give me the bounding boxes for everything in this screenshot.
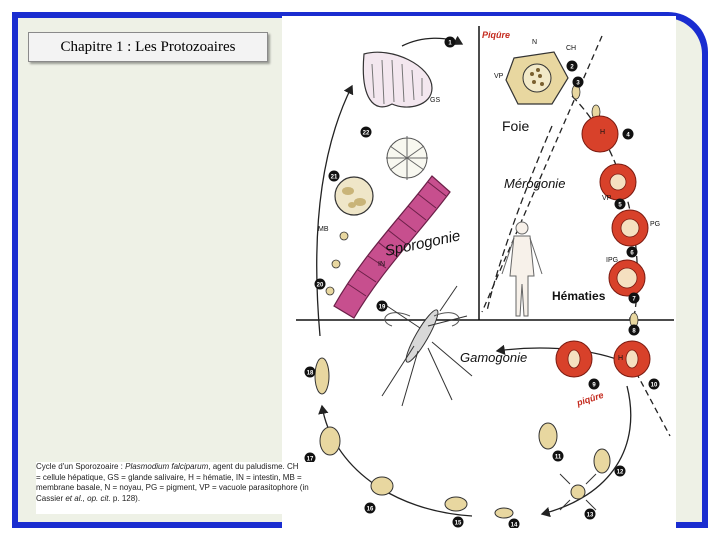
label-n: N xyxy=(532,39,537,46)
stage-badge-18: 18 xyxy=(304,366,316,378)
figure-caption: Cycle d'un Sporozoaire : Plasmodium falc… xyxy=(36,462,334,514)
svg-text:5: 5 xyxy=(618,203,622,209)
stage-badge-17: 17 xyxy=(304,452,316,464)
caption-line-4: Cassier et al., op. cit. p. 128). xyxy=(36,493,141,503)
cycle-illustration: Piqûre Foie Mérogonie Sporogonie Hématie… xyxy=(296,26,674,530)
svg-text:14: 14 xyxy=(511,523,518,529)
stage-badge-21: 21 xyxy=(328,170,340,182)
svg-text:18: 18 xyxy=(307,371,314,377)
label-foie: Foie xyxy=(502,118,529,134)
label-ipg: IPG xyxy=(606,257,618,264)
stage-badge-9: 9 xyxy=(588,378,600,390)
svg-text:20: 20 xyxy=(317,283,324,289)
stage-badge-7: 7 xyxy=(628,292,640,304)
label-gs: GS xyxy=(430,97,440,104)
stage-badge-12: 12 xyxy=(614,465,626,477)
svg-text:2: 2 xyxy=(570,65,574,71)
label-pg: PG xyxy=(650,221,660,228)
sporozoite-cluster xyxy=(386,136,428,180)
svg-text:12: 12 xyxy=(617,470,624,476)
caption-line-1: Cycle d'un Sporozoaire : Plasmodium falc… xyxy=(36,462,299,471)
stage-badge-20: 20 xyxy=(314,278,326,290)
svg-text:22: 22 xyxy=(363,131,370,137)
stage-badge-5: 5 xyxy=(614,198,626,210)
label-in: IN xyxy=(378,261,385,268)
svg-text:16: 16 xyxy=(367,507,374,513)
lower-right-loop-arrow xyxy=(540,385,632,518)
svg-text:10: 10 xyxy=(651,383,658,389)
stage-badge-19: 19 xyxy=(376,300,388,312)
svg-text:15: 15 xyxy=(455,521,462,527)
svg-text:3: 3 xyxy=(576,81,580,87)
mosquito xyxy=(381,285,473,407)
salivary-gland xyxy=(362,51,433,108)
stage-badge-15: 15 xyxy=(452,516,464,528)
label-piqure-bottom: piqûre xyxy=(575,390,605,408)
svg-text:13: 13 xyxy=(587,513,594,519)
stage-badge-8: 8 xyxy=(628,324,640,336)
caption-line-2: = cellule hépatique, GS = glande salivai… xyxy=(36,472,302,482)
label-vp: VP xyxy=(494,73,504,80)
stage-badge-4: 4 xyxy=(622,128,634,140)
caption-line-3: membrane basale, N = noyau, PG = pigment… xyxy=(36,483,309,492)
svg-text:7: 7 xyxy=(632,297,636,303)
stage-badge-1: 1 xyxy=(444,36,456,48)
liver-to-blood-arrow xyxy=(486,125,553,312)
stage-badge-3: 3 xyxy=(572,76,584,88)
label-piqure-top: Piqûre xyxy=(482,30,510,40)
stage-badge-14: 14 xyxy=(508,518,520,530)
label-mb: MB xyxy=(318,226,329,233)
stage-badge-22: 22 xyxy=(360,126,372,138)
plasmodium-cycle-diagram: Piqûre Foie Mérogonie Sporogonie Hématie… xyxy=(282,16,676,530)
label-hematies: Hématies xyxy=(552,289,606,303)
label-vp2: VP xyxy=(602,195,612,202)
left-ascending-arrow xyxy=(316,84,354,337)
slide-title: Chapitre 1 : Les Protozoaires xyxy=(28,32,268,62)
svg-text:6: 6 xyxy=(630,251,634,257)
label-gamogonie: Gamogonie xyxy=(460,350,527,365)
dashed-boundary-lower xyxy=(621,345,671,437)
liver-cell xyxy=(505,51,569,105)
svg-text:19: 19 xyxy=(379,305,386,311)
svg-text:21: 21 xyxy=(331,175,338,181)
label-merogonie: Mérogonie xyxy=(504,176,565,191)
label-h: H xyxy=(600,129,605,136)
stage-badge-16: 16 xyxy=(364,502,376,514)
stage-badge-6: 6 xyxy=(626,246,638,258)
svg-text:17: 17 xyxy=(307,457,314,463)
red-blood-cells-column xyxy=(581,115,649,328)
mosquito-intestine xyxy=(333,175,451,319)
gamogonie-arrow xyxy=(495,344,623,362)
svg-text:4: 4 xyxy=(626,133,630,139)
stage-badge-2: 2 xyxy=(566,60,578,72)
gametocyte-red-cells xyxy=(555,340,651,378)
svg-text:9: 9 xyxy=(592,383,596,389)
sexual-stages xyxy=(314,357,611,519)
stage-badge-13: 13 xyxy=(584,508,596,520)
svg-text:11: 11 xyxy=(555,455,562,461)
stage-badge-10: 10 xyxy=(648,378,660,390)
human-figure xyxy=(501,221,543,317)
label-ch: CH xyxy=(566,45,576,52)
top-arrow xyxy=(401,35,464,47)
svg-text:8: 8 xyxy=(632,329,636,335)
oocyst xyxy=(334,176,374,216)
intestine-parasites xyxy=(325,231,349,296)
stage-badge-11: 11 xyxy=(552,450,564,462)
svg-text:1: 1 xyxy=(448,41,452,47)
label-h2: H xyxy=(618,355,623,362)
